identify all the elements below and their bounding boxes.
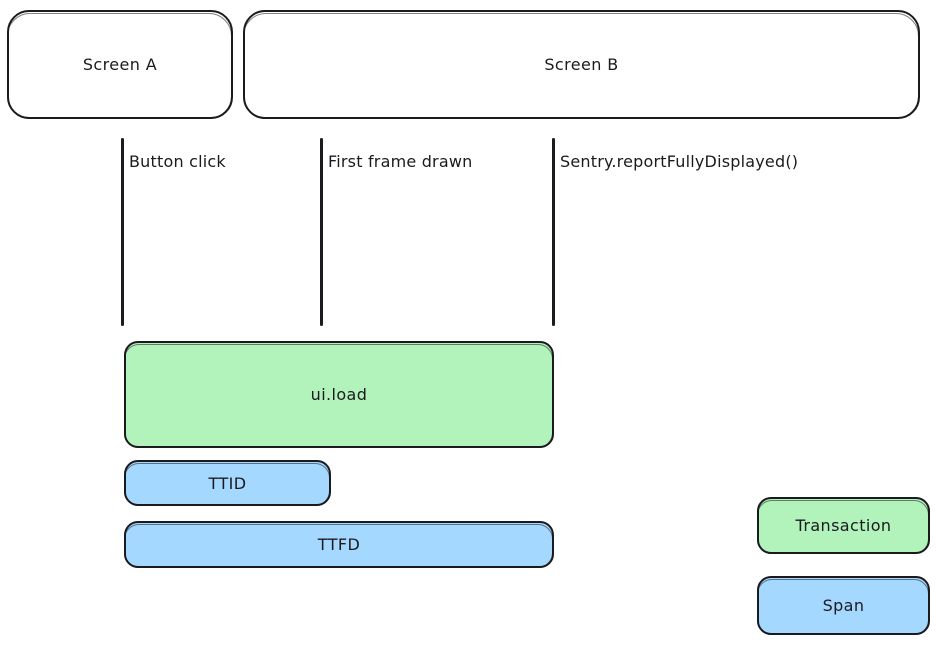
- screen-a-box[interactable]: Screen A: [7, 10, 233, 119]
- bar-ui-load[interactable]: ui.load: [124, 341, 554, 448]
- legend-transaction[interactable]: Transaction: [757, 497, 930, 554]
- legend-span-label: Span: [822, 596, 865, 615]
- screen-b-box[interactable]: Screen B: [243, 10, 920, 119]
- legend-transaction-label: Transaction: [795, 516, 892, 535]
- marker-line-button-click: [121, 138, 124, 326]
- screen-a-label: Screen A: [82, 55, 158, 74]
- marker-line-report-fully-displayed: [552, 138, 555, 326]
- legend-span[interactable]: Span: [757, 576, 930, 635]
- marker-label-report-fully-displayed: Sentry.reportFullyDisplayed(): [560, 152, 799, 171]
- screen-b-label: Screen B: [544, 55, 619, 74]
- bar-ui-load-label: ui.load: [310, 385, 368, 404]
- bar-ttid-label: TTID: [208, 473, 247, 493]
- marker-label-first-frame: First frame drawn: [328, 152, 473, 171]
- marker-line-first-frame: [320, 138, 323, 326]
- bar-ttfd[interactable]: TTFD: [124, 521, 554, 568]
- bar-ttid[interactable]: TTID: [124, 460, 331, 506]
- marker-label-button-click: Button click: [129, 152, 226, 171]
- bar-ttfd-label: TTFD: [317, 535, 361, 554]
